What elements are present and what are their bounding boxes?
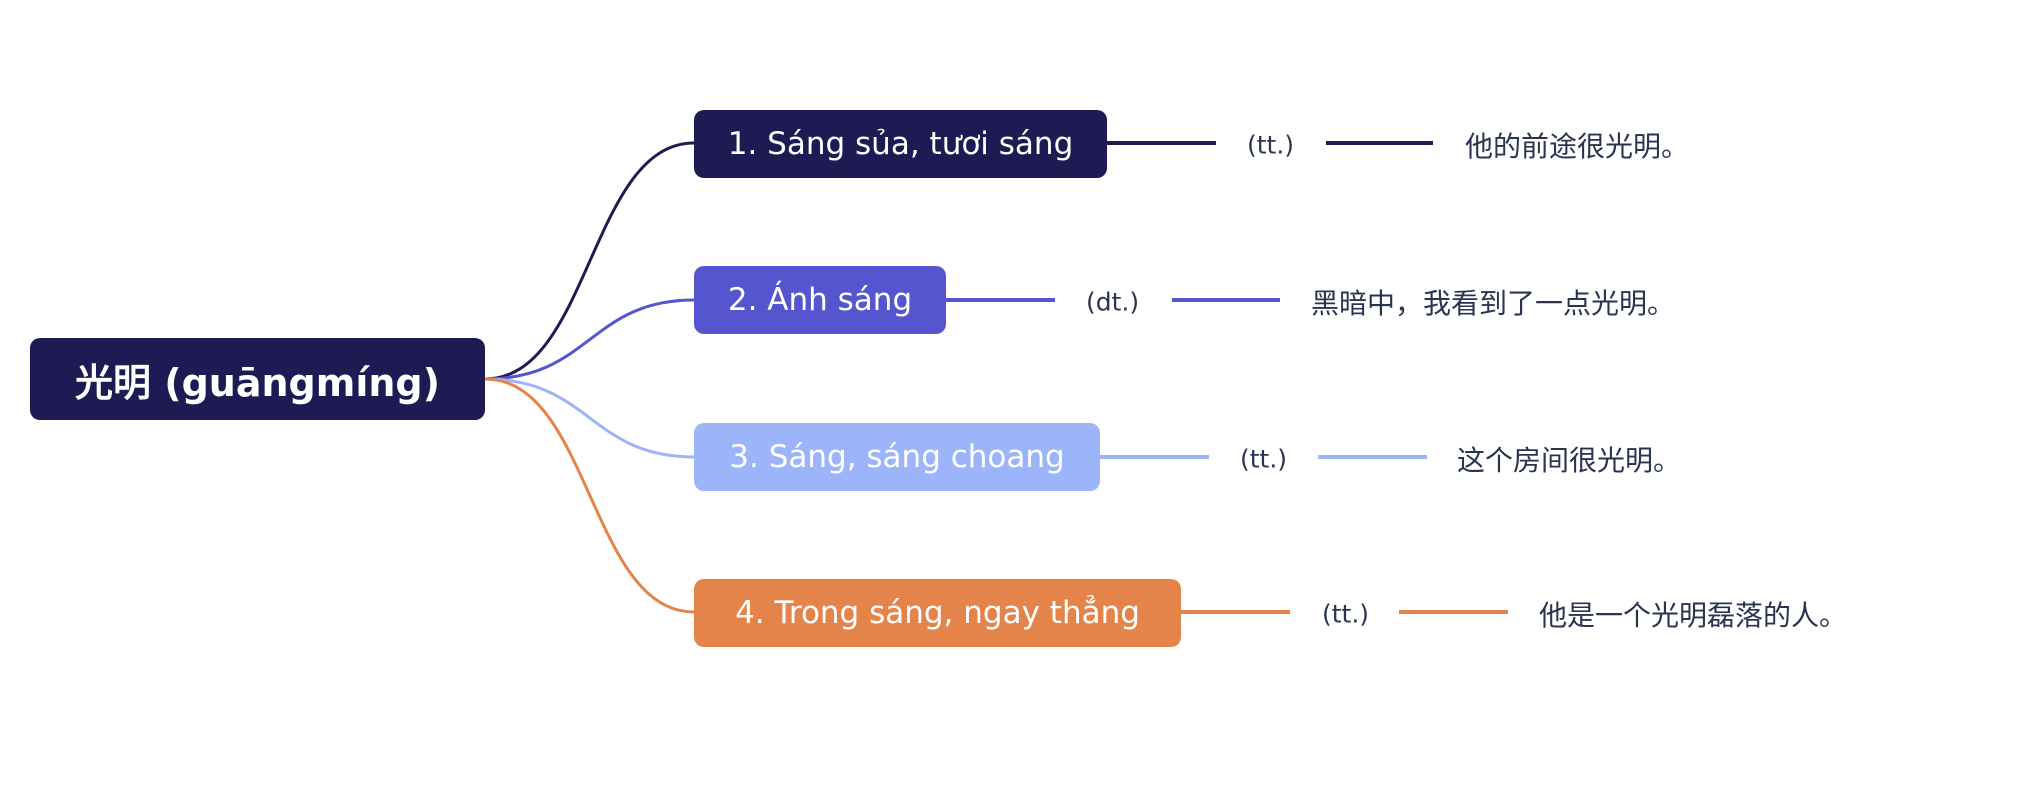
link-root-3 [484, 377, 695, 459]
example-sentence-4: 他是一个光明磊落的人。 [1539, 599, 1848, 632]
example-sentence-3: 这个房间很光明。 [1457, 444, 1682, 477]
branch-node-4[interactable]: 4. Trong sáng, ngay thẳng [694, 579, 1181, 647]
part-of-speech-3: (tt.) [1240, 444, 1288, 474]
part-of-speech-1: (tt.) [1247, 130, 1295, 160]
example-sentence-2: 黑暗中，我看到了一点光明。 [1311, 287, 1676, 320]
branch-node-1[interactable]: 1. Sáng sủa, tươi sáng [694, 110, 1107, 178]
example-sentence-1: 他的前途很光明。 [1465, 130, 1690, 163]
link-root-4 [484, 377, 695, 614]
branch-node-3[interactable]: 3. Sáng, sáng choang [694, 423, 1100, 491]
branch-node-2[interactable]: 2. Ánh sáng [694, 266, 946, 334]
link-root-2 [484, 298, 695, 381]
root-node[interactable]: 光明 (guāngmíng) [30, 338, 485, 420]
part-of-speech-4: (tt.) [1322, 599, 1370, 629]
link-root-1 [484, 141, 695, 381]
part-of-speech-2: (dt.) [1086, 287, 1140, 317]
